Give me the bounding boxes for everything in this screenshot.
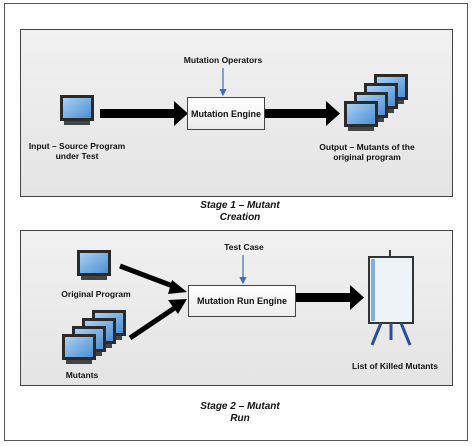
stage2-mutants-stack-icon [62,310,126,364]
output-label-line1: Output – Mutants of the [319,142,415,152]
stage2-caption-line1: Stage 2 – Mutant [200,401,280,412]
thick-arrow-engine-to-output [264,101,340,126]
arrow-original-to-run-engine [119,263,187,294]
mutation-run-engine-box: Mutation Run Engine [188,285,296,317]
mutants-label: Mutants [65,370,99,380]
stage1-caption: Stage 1 – Mutant Creation [160,200,320,224]
stage2-caption: Stage 2 – Mutant Run [160,401,320,425]
test-case-label: Test Case [224,242,264,252]
thick-arrow-run-engine-to-list [296,285,364,310]
output-label: Output – Mutants of the original program [302,142,432,162]
stage2-caption-line2: Run [230,413,250,424]
input-label-line1: Input – Source Program [28,141,126,151]
original-program-monitor-icon [77,250,111,280]
original-program-label: Original Program [61,289,131,299]
output-label-line2: original program [333,152,401,162]
input-label-line2: under Test [55,151,99,161]
flipchart-icon [368,250,414,346]
mutation-operators-label: Mutation Operators [183,55,263,65]
thick-arrow-input-to-engine [100,101,188,126]
mutation-engine-label: Mutation Engine [191,108,261,119]
killed-mutants-label: List of Killed Mutants [352,361,438,371]
input-monitor-icon [60,95,94,125]
stage1-caption-line2: Creation [219,212,261,223]
stage1-caption-line1: Stage 1 – Mutant [200,200,280,211]
mutation-engine-box: Mutation Engine [187,97,265,130]
mutant-monitors-stack-icon [344,74,408,131]
mutation-run-engine-label: Mutation Run Engine [197,296,287,306]
input-label: Input – Source Program under Test [22,141,132,161]
arrow-mutants-to-run-engine [128,299,187,341]
